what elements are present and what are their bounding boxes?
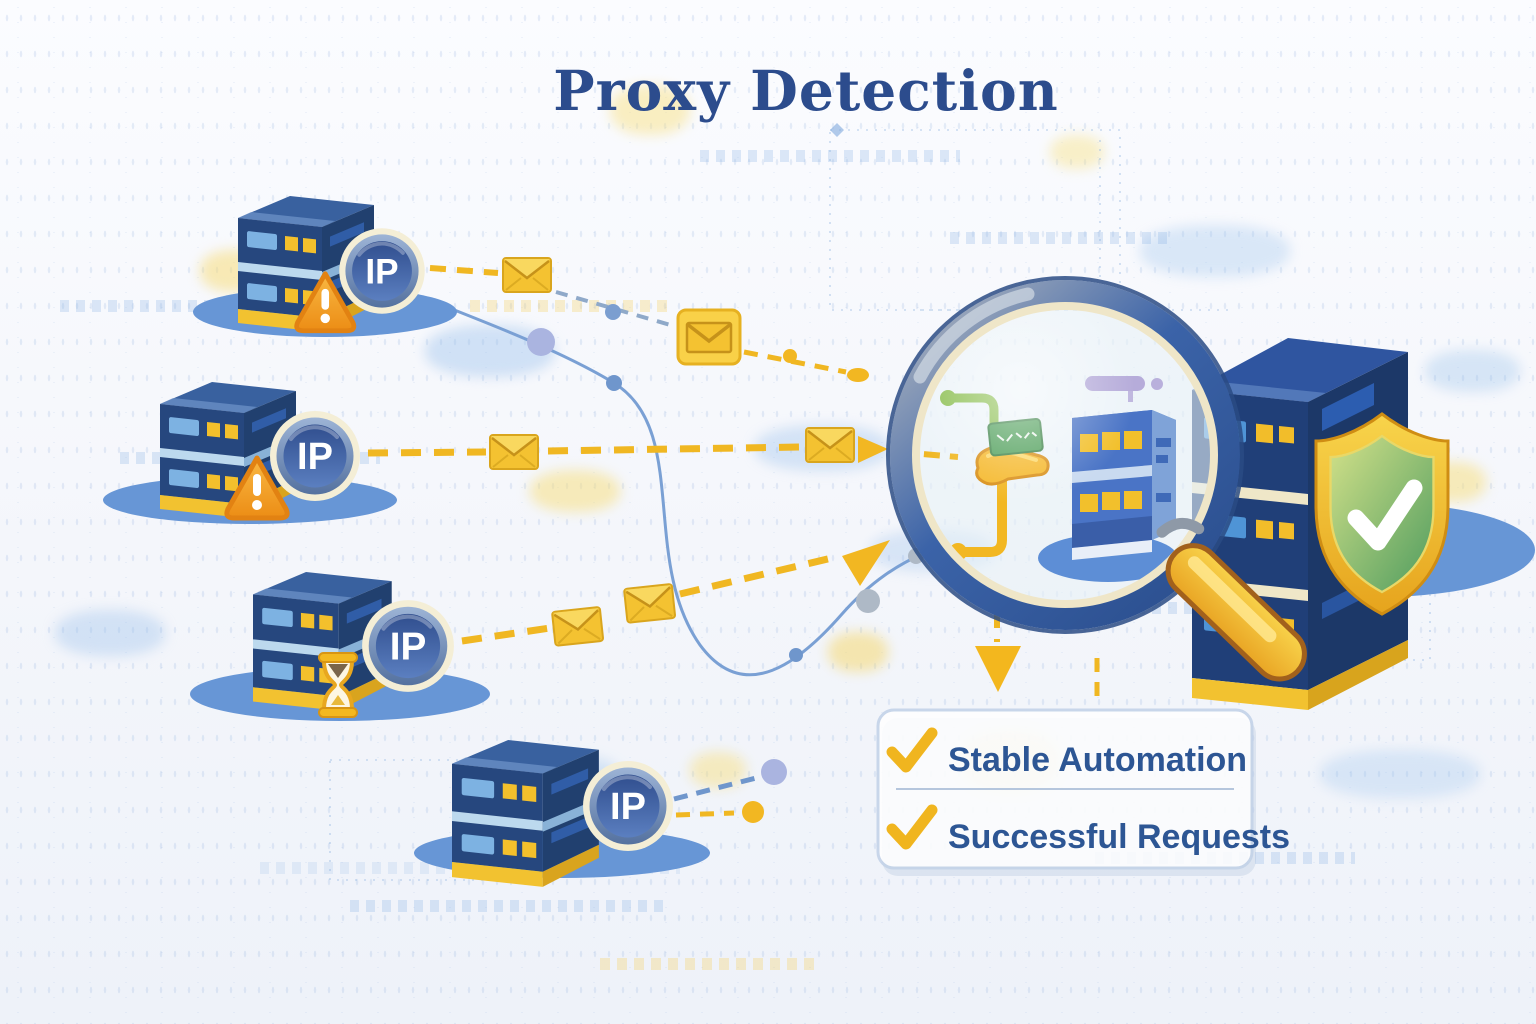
proxy-server-4: IP <box>414 740 710 887</box>
proxy-server-3: IP <box>190 572 490 721</box>
ip-badge: IP <box>581 759 675 853</box>
envelope-icon <box>501 256 553 294</box>
proxy-server-1: IP <box>193 196 457 337</box>
envelope-icon <box>550 605 605 648</box>
checklist-item: Stable Automation <box>886 727 1247 779</box>
checkmark-icon <box>886 804 938 850</box>
ip-badge-label: IP <box>390 625 427 668</box>
magnifier-handle <box>1156 517 1307 682</box>
ip-badge-label: IP <box>365 252 398 291</box>
ip-badge: IP <box>337 226 427 316</box>
ip-badge-label: IP <box>610 786 646 828</box>
checklist-item-label: Stable Automation <box>948 741 1247 779</box>
checkmark-icon <box>886 727 938 773</box>
server-icon <box>452 740 599 887</box>
arrow-up-right-icon <box>842 540 890 586</box>
ip-badge: IP <box>362 600 454 692</box>
envelope-icon <box>488 433 540 471</box>
connection-flows <box>367 256 924 823</box>
checklist-item-label: Successful Requests <box>948 818 1290 856</box>
envelope-icon <box>804 426 856 464</box>
checklist-panel: Stable Automation Successful Requests <box>876 708 1290 876</box>
shield-check-icon <box>1314 412 1450 616</box>
proxy-server-2: IP <box>103 382 397 524</box>
envelope-icon <box>622 582 677 625</box>
arrow-down-icon <box>975 646 1021 692</box>
ip-badge: IP <box>268 409 362 503</box>
magnifying-glass-icon <box>886 276 1307 682</box>
checklist-item: Successful Requests <box>886 804 1290 856</box>
arrow-right-icon <box>858 436 888 463</box>
envelope-icon <box>676 308 742 366</box>
ip-badge-label: IP <box>297 436 333 478</box>
page-title: Proxy Detection <box>553 58 1058 123</box>
